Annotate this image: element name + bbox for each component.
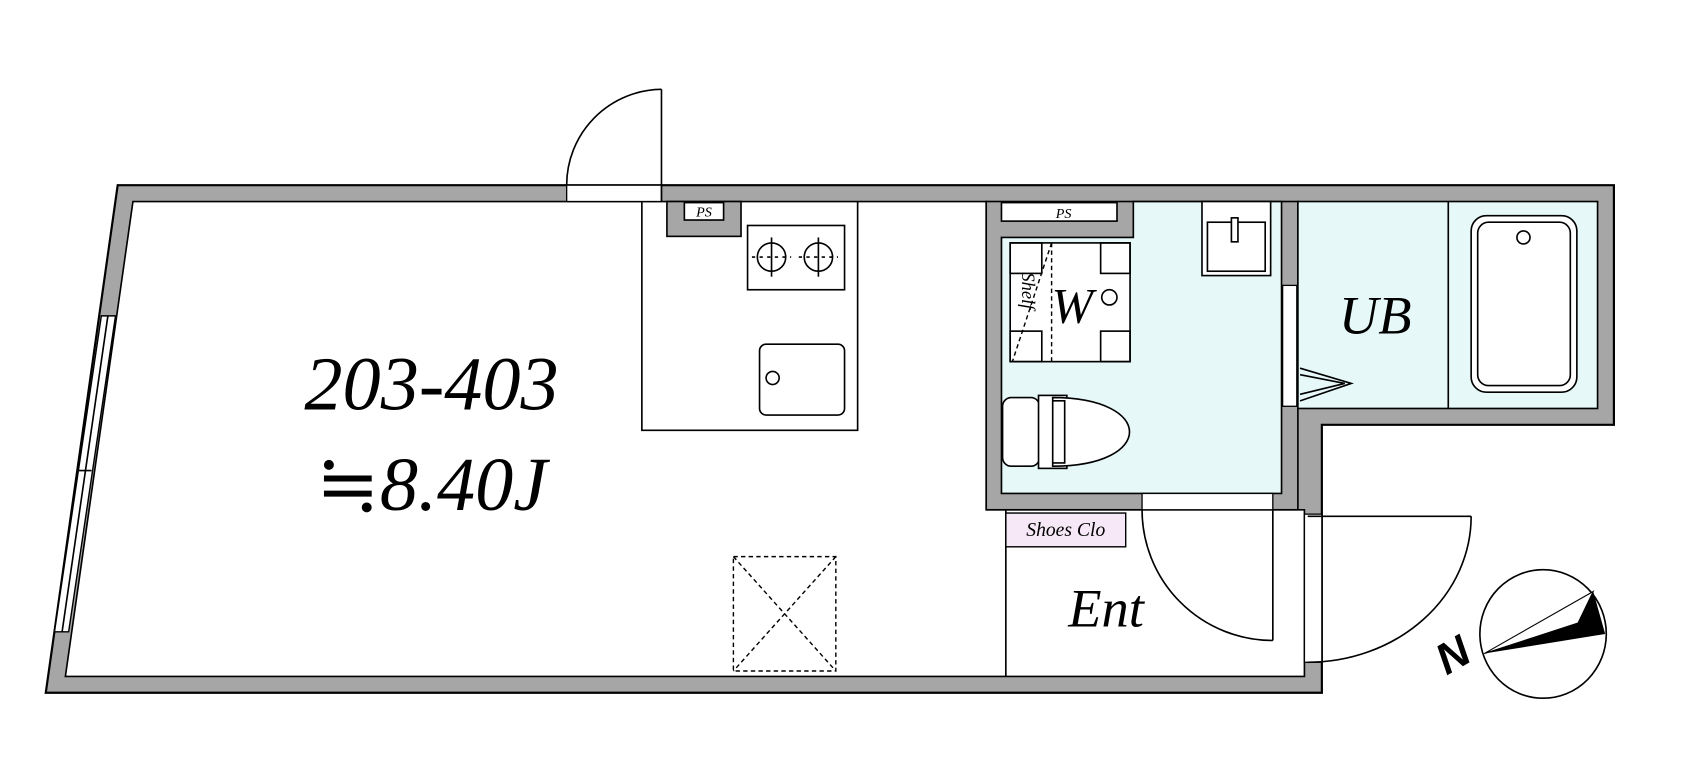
washer-drain xyxy=(1100,288,1118,306)
floor-hatch-diag xyxy=(732,556,837,672)
unit-number: 203-403 xyxy=(304,343,558,427)
unit-bath-label: UB xyxy=(1339,284,1412,345)
washroom-door-opening xyxy=(1141,492,1274,511)
entrance-label: Ent xyxy=(1067,577,1146,638)
bath-folding-door xyxy=(1299,367,1354,402)
burner-icon xyxy=(798,237,839,277)
ps-label-kitchen: PS xyxy=(695,205,712,221)
floor-hatch xyxy=(732,555,837,672)
stove xyxy=(746,224,846,291)
balcony-door-opening xyxy=(566,184,663,203)
washer-corner xyxy=(1099,330,1131,363)
washer-corner xyxy=(1009,242,1043,275)
entrance-door-swing xyxy=(1307,516,1472,664)
north-label: N xyxy=(1428,626,1481,684)
ps-box-toilet xyxy=(1000,201,1118,222)
compass-icon: N xyxy=(1428,568,1608,700)
ps-label-toilet: PS xyxy=(1055,206,1072,222)
kitchen-drain xyxy=(765,370,780,386)
bath-door-opening xyxy=(1281,284,1298,407)
washroom-door-swing xyxy=(1141,509,1273,642)
bathtub-inner xyxy=(1476,221,1572,387)
bathtub-drain xyxy=(1516,230,1531,245)
washer-corner xyxy=(1099,242,1131,275)
toilet-bowl xyxy=(1051,396,1131,468)
shoes-closet xyxy=(1005,512,1127,548)
faucet xyxy=(1230,217,1239,243)
toilet-hinge xyxy=(1052,400,1066,464)
washer-label: W xyxy=(1051,277,1097,333)
burner-icon xyxy=(751,237,792,277)
window-glass xyxy=(61,315,109,632)
shelf-line xyxy=(1011,242,1053,362)
bathtub xyxy=(1470,214,1578,393)
ps-box-kitchen xyxy=(683,201,725,221)
room-area: ≒8.40J xyxy=(316,443,550,527)
washer-corner xyxy=(1009,330,1043,363)
toilet-tank xyxy=(1001,396,1041,468)
bath-folding-door-inner xyxy=(1299,373,1345,396)
balcony-door-swing xyxy=(565,88,662,186)
shoes-closet-label: Shoes Clo xyxy=(1026,520,1105,541)
kitchen-counter xyxy=(641,201,859,432)
entrance-door-opening xyxy=(1303,513,1323,663)
kitchen-sink xyxy=(758,343,846,416)
shelf-label: Shelf xyxy=(1017,272,1038,312)
